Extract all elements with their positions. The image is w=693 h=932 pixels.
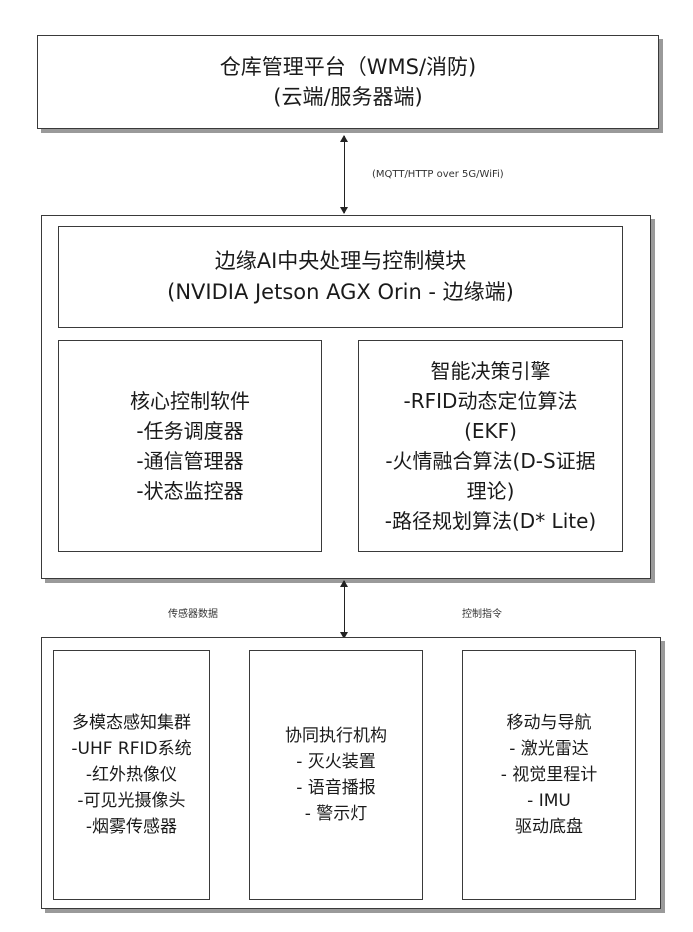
core-item-status-monitor: -状态监控器	[136, 476, 243, 506]
actuators-box: 协同执行机构 - 灭火装置 - 语音播报 - 警示灯	[249, 650, 423, 900]
edge-title-box: 边缘AI中央处理与控制模块 (NVIDIA Jetson AGX Orin - …	[58, 226, 623, 328]
edge-title: 边缘AI中央处理与控制模块	[215, 246, 467, 277]
sensor-item-rfid: -UHF RFID系统	[71, 736, 191, 762]
link-protocol-label: (MQTT/HTTP over 5G/WiFi)	[372, 169, 504, 180]
mobility-item-imu: - IMU	[527, 788, 571, 814]
actuator-item-voice: - 语音播报	[296, 775, 376, 801]
core-item-comm-manager: -通信管理器	[136, 446, 243, 476]
actuator-item-warning-light: - 警示灯	[305, 801, 368, 827]
engine-line-ekf: (EKF)	[464, 416, 517, 446]
cloud-subtitle: (云端/服务器端)	[273, 82, 422, 112]
engine-line-path-planning: -路径规划算法(D* Lite)	[385, 506, 596, 536]
edge-bottom-arrow	[344, 581, 345, 638]
edge-subtitle: (NVIDIA Jetson AGX Orin - 边缘端)	[167, 277, 514, 308]
decision-engine-box: 智能决策引擎 -RFID动态定位算法 (EKF) -火情融合算法(D-S证据 理…	[358, 340, 623, 552]
core-software-box: 核心控制软件 -任务调度器 -通信管理器 -状态监控器	[58, 340, 322, 552]
sensor-data-label: 传感器数据	[168, 605, 218, 620]
control-command-label: 控制指令	[462, 605, 502, 620]
cloud-edge-arrow	[344, 136, 345, 213]
sensor-item-thermal: -红外热像仪	[86, 762, 177, 788]
actuator-item-extinguisher: - 灭火装置	[296, 749, 376, 775]
mobility-title: 移动与导航	[507, 710, 592, 736]
core-software-title: 核心控制软件	[130, 386, 250, 416]
mobility-item-lidar: - 激光雷达	[509, 736, 589, 762]
sensor-item-smoke: -烟雾传感器	[86, 814, 177, 840]
mobility-item-chassis: 驱动底盘	[515, 814, 583, 840]
mobility-box: 移动与导航 - 激光雷达 - 视觉里程计 - IMU 驱动底盘	[462, 650, 636, 900]
sensor-item-camera: -可见光摄像头	[77, 788, 185, 814]
actuators-title: 协同执行机构	[285, 723, 387, 749]
core-item-scheduler: -任务调度器	[136, 416, 243, 446]
cloud-platform-box: 仓库管理平台（WMS/消防) (云端/服务器端)	[37, 35, 659, 129]
engine-line-rfid: -RFID动态定位算法	[404, 386, 578, 416]
engine-line-theory: 理论)	[467, 476, 515, 506]
sensor-cluster-title: 多模态感知集群	[72, 710, 191, 736]
decision-engine-title: 智能决策引擎	[431, 356, 551, 386]
mobility-item-odometry: - 视觉里程计	[501, 762, 598, 788]
engine-line-fire-fusion: -火情融合算法(D-S证据	[385, 446, 595, 476]
cloud-title: 仓库管理平台（WMS/消防)	[220, 52, 476, 82]
sensor-cluster-box: 多模态感知集群 -UHF RFID系统 -红外热像仪 -可见光摄像头 -烟雾传感…	[53, 650, 210, 900]
